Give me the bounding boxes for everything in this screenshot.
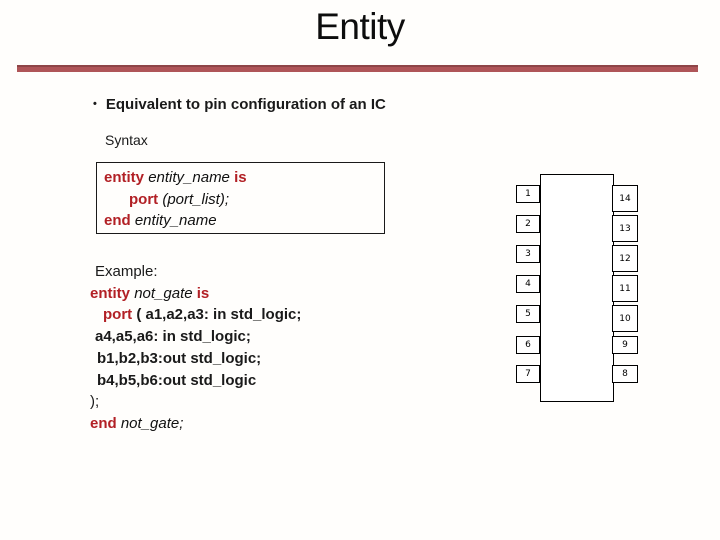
bullet-text: Equivalent to pin configuration of an IC <box>105 96 386 113</box>
entity-name-placeholder: entity_name <box>134 212 217 229</box>
ic-pin-2: 2 <box>516 215 540 233</box>
ic-pin-8: 8 <box>612 365 638 383</box>
ic-package-body <box>540 174 614 402</box>
example-label: Example: <box>95 263 158 280</box>
page-title: Entity <box>315 6 405 47</box>
entity-name: not_gate <box>134 284 193 302</box>
ic-pin-1: 1 <box>516 185 540 203</box>
bullet-line: • Equivalent to pin configuration of an I… <box>93 96 386 113</box>
ic-pin-6: 6 <box>516 336 540 354</box>
syntax-line-2: port (port_list); <box>104 189 384 211</box>
keyword-port: port <box>103 306 137 324</box>
bullet-icon: • <box>93 98 97 110</box>
code-line: port ( a1,a2,a3: in std_logic; <box>90 304 301 326</box>
syntax-line-3: end entity_name <box>104 210 384 232</box>
keyword-is: is <box>229 169 247 186</box>
entity-name-placeholder: entity_name <box>148 169 230 186</box>
ic-pin-5: 5 <box>516 305 540 323</box>
port-list-placeholder: (port_list); <box>162 190 230 208</box>
example-code-block: Example: entity not_gate is port ( a1,a2… <box>90 261 301 435</box>
keyword-end: end <box>90 414 121 432</box>
ic-pin-4: 4 <box>516 275 540 293</box>
ic-pin-3: 3 <box>516 245 540 263</box>
ic-pin-11: 11 <box>612 275 638 302</box>
ic-pin-10: 10 <box>612 305 638 332</box>
keyword-entity: entity <box>104 169 149 186</box>
code-line: a4,a5,a6: in std_logic; <box>95 328 251 346</box>
ic-pin-13: 13 <box>612 215 638 242</box>
keyword-end: end <box>104 212 135 229</box>
code-line: b4,b5,b6:out std_logic <box>97 371 257 389</box>
ic-pin-9: 9 <box>612 336 638 354</box>
keyword-is: is <box>192 284 210 302</box>
code-line: entity not_gate is <box>90 283 301 305</box>
ic-pin-7: 7 <box>516 365 540 383</box>
syntax-box: entity entity_name is port (port_list); … <box>96 162 385 234</box>
entity-name: not_gate; <box>120 414 184 432</box>
code-line: end not_gate; <box>90 413 301 435</box>
keyword-port: port <box>129 190 163 208</box>
syntax-label: Syntax <box>105 132 148 148</box>
port-args: ( a1,a2,a3: in std_logic; <box>136 306 302 324</box>
keyword-entity: entity <box>90 284 135 302</box>
ic-pin-12: 12 <box>612 245 638 272</box>
ic-pin-14: 14 <box>612 185 638 212</box>
code-line: b1,b2,b3:out std_logic; <box>97 349 262 367</box>
syntax-line-1: entity entity_name is <box>104 167 384 189</box>
code-line: ); <box>90 393 100 411</box>
title-underline <box>17 65 698 72</box>
